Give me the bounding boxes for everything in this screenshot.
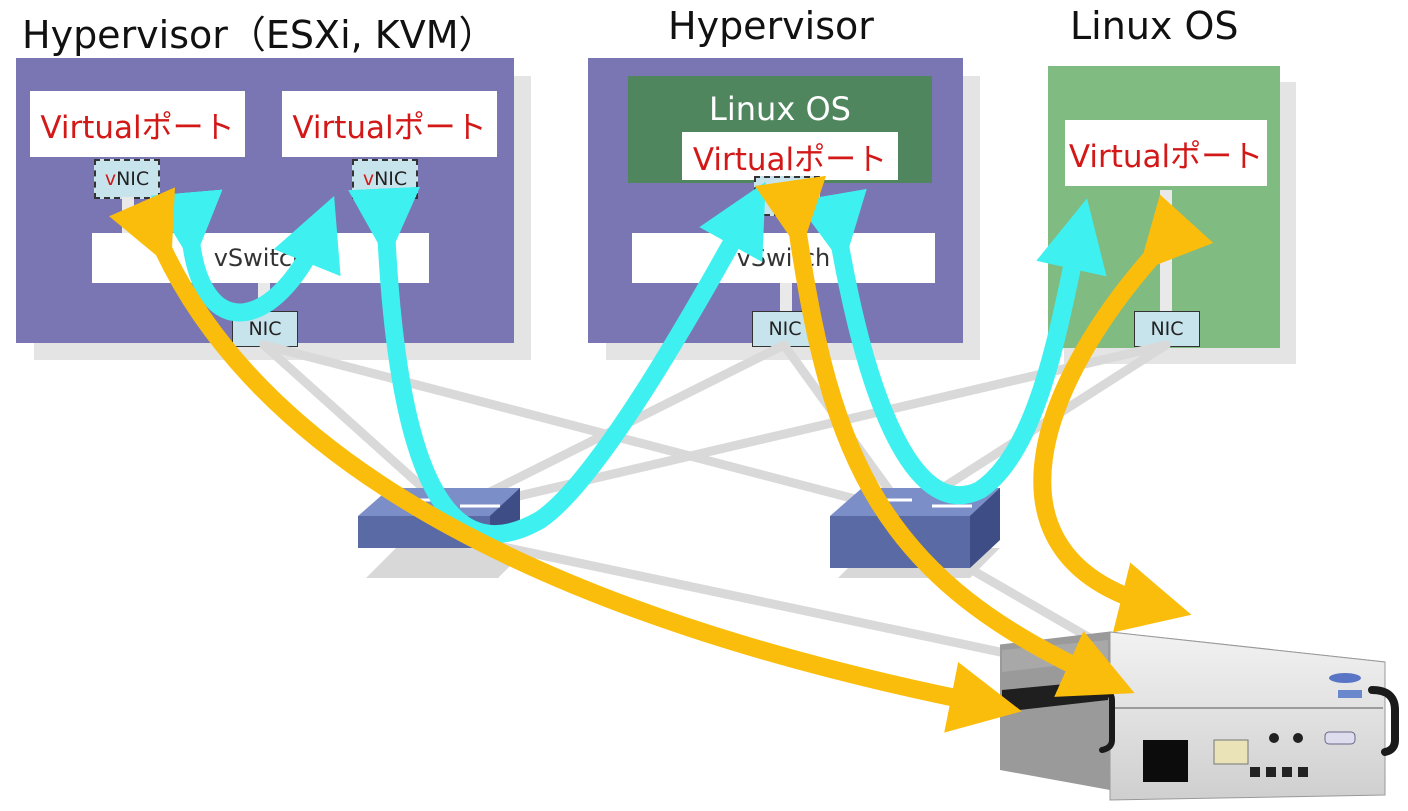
vnic-suffix: NIC	[116, 168, 150, 190]
cyan-flow-hv1-to-hv2	[348, 181, 766, 544]
yellow-flow-paths	[109, 175, 1214, 733]
title-linux-os: Linux OS	[1070, 4, 1239, 48]
title-hypervisor: Hypervisor	[668, 4, 874, 48]
hv1-virtual-port-2: Virtualポート	[282, 91, 497, 157]
hv2-linux-os-label: Linux OS	[709, 90, 851, 128]
hv2-virtual-port: Virtualポート	[682, 132, 898, 180]
vnic-prefix: v	[362, 168, 375, 190]
cyan-flow-hv1-local	[150, 189, 341, 322]
linux-virtual-port: Virtualポート	[1065, 120, 1267, 186]
yellow-flow-linux-to-appliance	[1033, 194, 1214, 633]
hv1-virtual-port-1: Virtualポート	[30, 91, 245, 157]
cyan-flow-paths	[150, 181, 1107, 544]
yellow-flow-hv2-to-appliance	[754, 175, 1135, 697]
title-hypervisor-esxi-kvm: Hypervisor（ESXi, KVM）	[22, 13, 497, 57]
vnic-prefix: v	[104, 168, 117, 190]
